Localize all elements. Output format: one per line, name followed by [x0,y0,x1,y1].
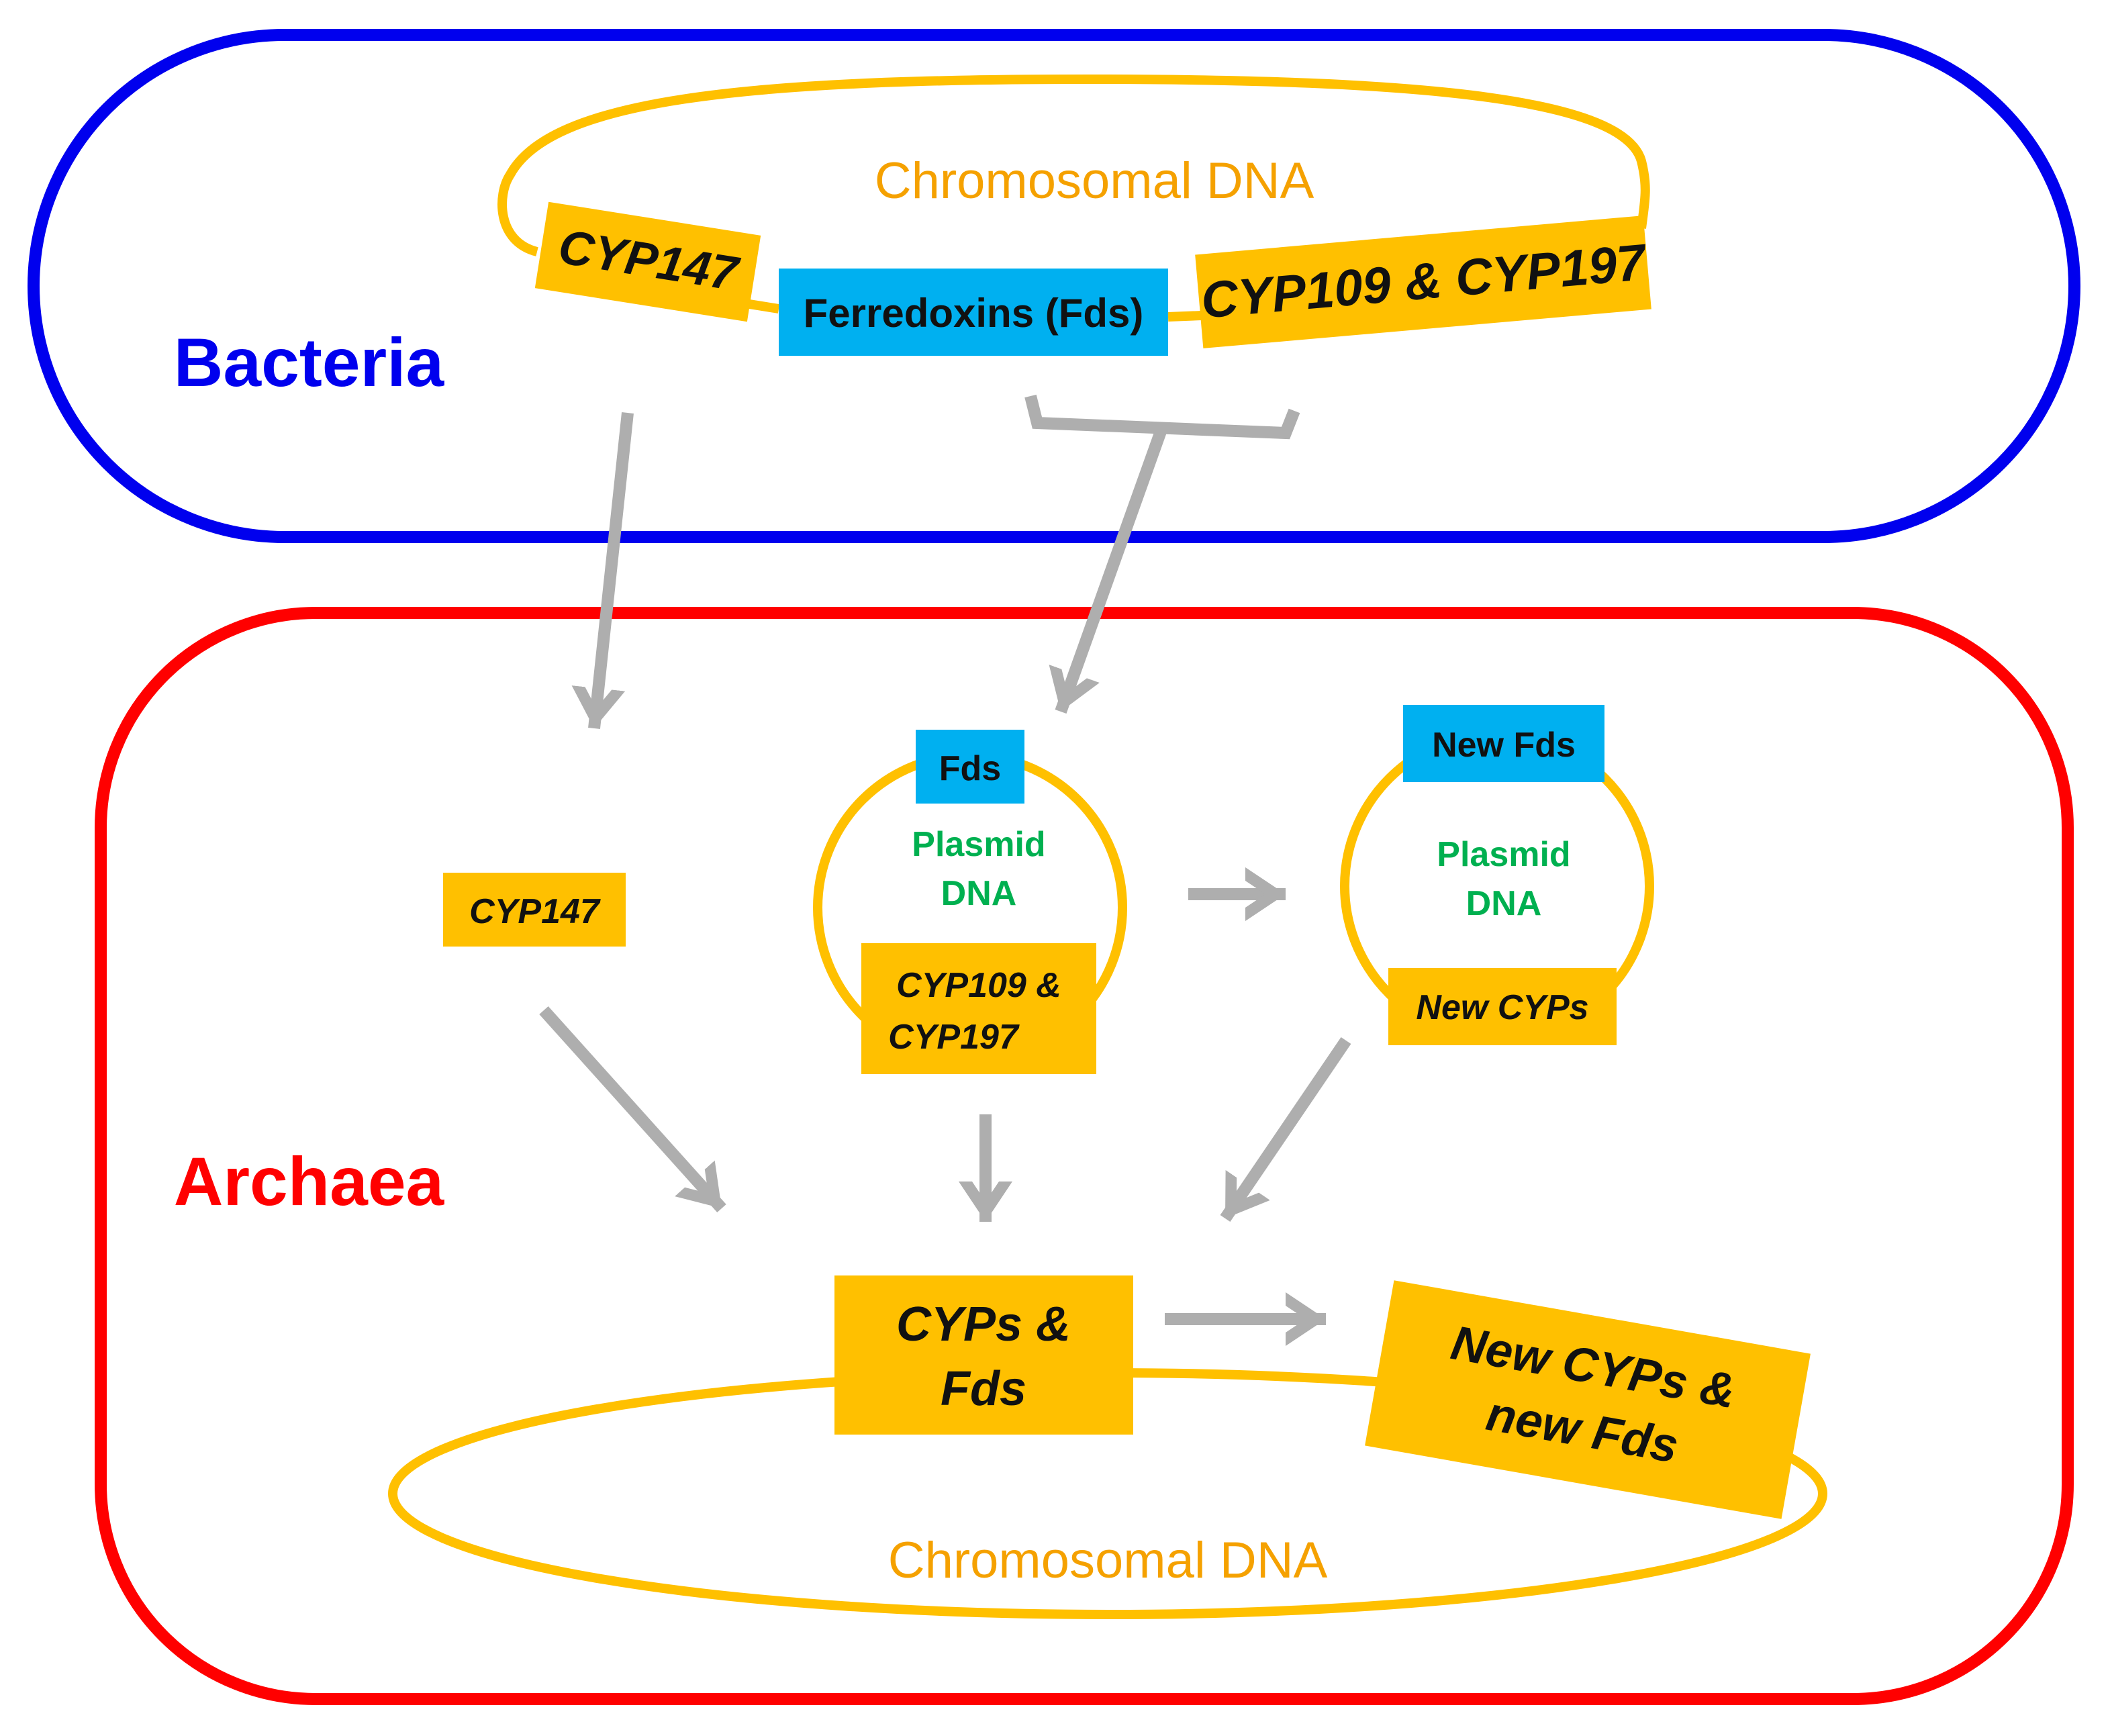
bacteria-chromosomal-dna [497,74,1650,256]
archaea-cell-membrane [95,607,2074,1705]
bacteria-dna-link-right [1167,311,1202,322]
transfer-arrows [539,394,1351,1346]
archaea-new-cyps-fds-gene: New CYPs & new Fds [1365,1280,1811,1519]
bacteria-cell-membrane [28,29,2080,543]
plasmid-1-fds-box [916,730,1024,804]
archaea-label: Archaea [174,1143,445,1220]
plasmid-1-fds-label: Fds [939,749,1001,788]
arrow-plasmid-2-integration [1220,1036,1351,1222]
bacteria-chromosomal-dna-label: Chromosomal DNA [875,152,1314,209]
plasmid-2-label-line2: DNA [1466,884,1542,923]
plasmid-1-label-line1: Plasmid [912,825,1045,864]
arrow-plasmid-transfer [1049,427,1167,714]
plasmid-2-new-cyps-label: New CYPs [1416,988,1588,1027]
bacteria-ferredoxins-box [779,269,1168,356]
bacteria-cyp147-box [534,201,761,322]
archaea-cyps-fds-box [834,1275,1133,1435]
plasmid-2-new-fds-box [1403,705,1604,782]
archaea-cyp147-label: CYP147 [469,892,601,931]
archaea-cyp147-box [443,873,626,947]
archaea-chromosomal-dna-label: Chromosomal DNA [888,1532,1328,1589]
bacteria-cyp109-cyp197-box [1195,215,1651,348]
bacteria-cell: Chromosomal DNA CYP147 Ferredoxins (Fds)… [28,29,2080,543]
plasmid-2-new-fds-label: New Fds [1432,726,1576,765]
plasmid-2: New Fds Plasmid DNA New CYPs [1340,705,1654,1045]
plasmid-1-cyp-line1: CYP109 & [896,966,1061,1005]
bacteria-cyp109-cyp197-gene: CYP109 & CYP197 [1195,215,1651,348]
bracket [1024,394,1300,440]
plasmid-1: Fds Plasmid DNA CYP109 & CYP197 [813,730,1127,1074]
arrow-cyp147-integration [539,1006,726,1213]
plasmid-1-cyp-box [861,943,1096,1074]
bacteria-cyp147-gene: CYP147 [534,201,761,322]
archaea-cyps-fds-line1: CYPs & [896,1298,1071,1351]
bacteria-label: Bacteria [174,324,445,401]
archaea-new-cyps-fds-box [1365,1280,1811,1519]
arrow-cyp147-transfer [571,412,634,729]
bacteria-ferredoxins-label: Ferredoxins (Fds) [804,291,1144,336]
archaea-cyps-fds-line2: Fds [941,1362,1026,1416]
archaea-cell: Chromosomal DNA Archaea CYP147 Fds Plasm… [95,607,2074,1705]
plasmid-2-new-cyps-box [1388,968,1617,1045]
plasmid-1-cyp-line2: CYP197 [888,1018,1020,1057]
plasmid-1-label-line2: DNA [941,874,1017,913]
plasmid-2-label-line1: Plasmid [1437,835,1570,874]
bacteria-dna-link-left [744,299,780,314]
